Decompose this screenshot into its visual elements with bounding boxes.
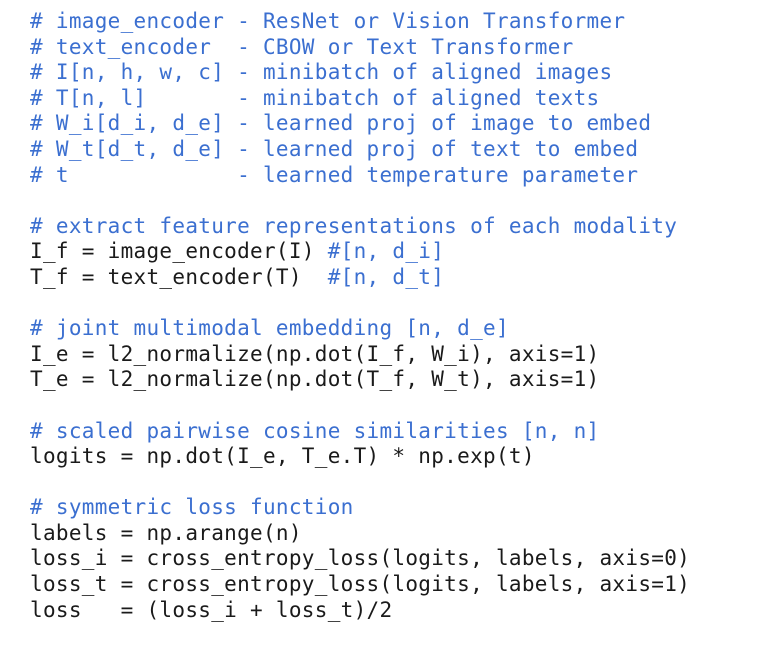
code-comment: # W_i[d_i, d_e] - learned proj of image … (30, 111, 652, 136)
code-text: loss_i = cross_entropy_loss(logits, labe… (30, 546, 691, 571)
code-listing: # image_encoder - ResNet or Vision Trans… (30, 9, 690, 623)
code-text: logits = np.dot(I_e, T_e.T) * np.exp(t) (30, 444, 535, 469)
code-comment: # t - learned temperature parameter (30, 162, 639, 187)
blank-line (30, 291, 690, 317)
blank-line (30, 393, 690, 419)
blank-line (30, 188, 690, 214)
code-text: T_f = text_encoder(T) (30, 264, 328, 289)
code-comment: # W_t[d_t, d_e] - learned proj of text t… (30, 136, 639, 161)
code-line: # T[n, l] - minibatch of aligned texts (30, 86, 690, 112)
code-comment: #[n, d_i] (327, 239, 445, 264)
code-comment: # I[n, h, w, c] - minibatch of aligned i… (30, 60, 613, 85)
code-line: I_f = image_encoder(I) #[n, d_i] (30, 239, 690, 265)
code-text: loss = (loss_i + loss_t)/2 (30, 597, 393, 622)
code-line: logits = np.dot(I_e, T_e.T) * np.exp(t) (30, 444, 690, 470)
code-line: # t - learned temperature parameter (30, 163, 690, 189)
code-line: labels = np.arange(n) (30, 521, 690, 547)
code-line: T_f = text_encoder(T) #[n, d_t] (30, 265, 690, 291)
code-line: loss_i = cross_entropy_loss(logits, labe… (30, 546, 690, 572)
code-comment: # image_encoder - ResNet or Vision Trans… (30, 9, 626, 33)
code-comment: # extract feature representations of eac… (30, 213, 678, 238)
code-line: # joint multimodal embedding [n, d_e] (30, 316, 690, 342)
code-line: # text_encoder - CBOW or Text Transforme… (30, 35, 690, 61)
code-comment: # T[n, l] - minibatch of aligned texts (30, 85, 600, 110)
code-line: # W_i[d_i, d_e] - learned proj of image … (30, 111, 690, 137)
code-line: # scaled pairwise cosine similarities [n… (30, 419, 690, 445)
code-line: # image_encoder - ResNet or Vision Trans… (30, 9, 690, 35)
code-text: T_e = l2_normalize(np.dot(T_f, W_t), axi… (30, 367, 600, 392)
code-text: labels = np.arange(n) (30, 520, 302, 545)
code-line: I_e = l2_normalize(np.dot(I_f, W_i), axi… (30, 342, 690, 368)
code-line: T_e = l2_normalize(np.dot(T_f, W_t), axi… (30, 367, 690, 393)
code-line: # extract feature representations of eac… (30, 214, 690, 240)
code-line: loss = (loss_i + loss_t)/2 (30, 598, 690, 624)
code-line: # W_t[d_t, d_e] - learned proj of text t… (30, 137, 690, 163)
code-comment: #[n, d_t] (327, 264, 445, 289)
code-text: I_f = image_encoder(I) (30, 239, 328, 264)
code-comment: # text_encoder - CBOW or Text Transforme… (30, 34, 574, 59)
blank-line (30, 470, 690, 496)
code-comment: # scaled pairwise cosine similarities [n… (30, 418, 600, 443)
code-line: # symmetric loss function (30, 495, 690, 521)
code-comment: # joint multimodal embedding [n, d_e] (30, 316, 509, 341)
code-text: I_e = l2_normalize(np.dot(I_f, W_i), axi… (30, 341, 600, 366)
code-line: # I[n, h, w, c] - minibatch of aligned i… (30, 60, 690, 86)
code-comment: # symmetric loss function (30, 495, 354, 520)
code-text: loss_t = cross_entropy_loss(logits, labe… (30, 572, 691, 597)
code-line: loss_t = cross_entropy_loss(logits, labe… (30, 572, 690, 598)
